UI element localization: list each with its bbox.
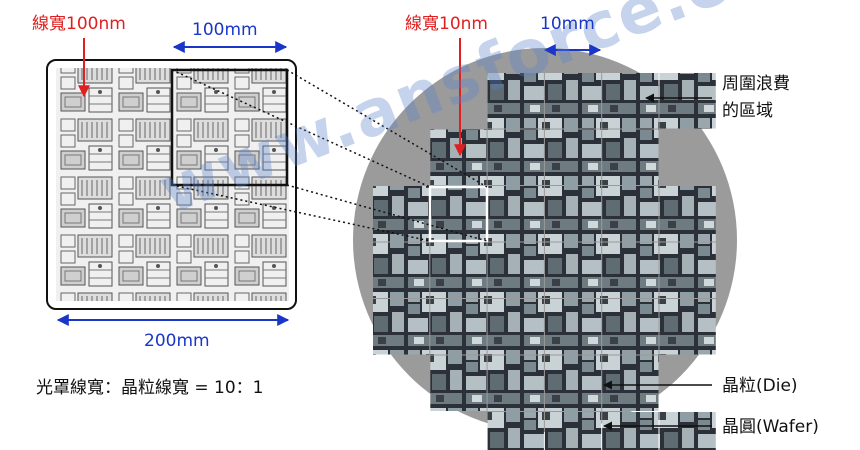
wafer-label: 晶圓(Wafer) bbox=[722, 417, 819, 437]
die-linewidth-label: 線寬10nm bbox=[405, 14, 488, 34]
die-tile bbox=[602, 129, 659, 185]
die-highlight-box bbox=[428, 185, 489, 243]
die-tile bbox=[373, 242, 430, 298]
die-tile bbox=[487, 242, 544, 298]
die-tile bbox=[544, 299, 602, 355]
die-tile bbox=[544, 242, 602, 298]
die-tile bbox=[544, 186, 602, 242]
die-tile bbox=[544, 73, 602, 129]
die-tile bbox=[430, 299, 487, 355]
die-tile bbox=[659, 299, 716, 355]
die-tile bbox=[487, 412, 544, 450]
die-tile bbox=[373, 299, 430, 355]
wafer-die-grid bbox=[373, 73, 716, 450]
die-tile bbox=[487, 129, 544, 185]
die-tile bbox=[487, 186, 544, 242]
die-tile bbox=[373, 186, 430, 242]
projection-line bbox=[286, 69, 488, 188]
mask-linewidth-label: 線寬100nm bbox=[32, 14, 126, 34]
die-tile bbox=[430, 129, 487, 185]
die-tile bbox=[659, 186, 716, 242]
die-tile bbox=[602, 73, 659, 129]
die-tile bbox=[430, 186, 487, 242]
die-tile bbox=[487, 299, 544, 355]
wasted-area-label-line2: 的區域 bbox=[722, 101, 773, 121]
mask-top-width-label: 100mm bbox=[192, 20, 258, 40]
die-tile bbox=[602, 412, 659, 450]
projection-line bbox=[171, 184, 431, 242]
die-tile bbox=[430, 242, 487, 298]
die-tile bbox=[602, 299, 659, 355]
die-tile bbox=[659, 73, 716, 129]
die-label: 晶粒(Die) bbox=[722, 376, 798, 396]
die-tile bbox=[659, 242, 716, 298]
die-tile bbox=[659, 412, 716, 450]
projection-line bbox=[171, 69, 431, 188]
die-tile bbox=[544, 412, 602, 450]
mask-bottom-width-label: 200mm bbox=[144, 331, 210, 351]
die-tile bbox=[602, 242, 659, 298]
mask-highlight-box bbox=[170, 68, 289, 187]
die-tile bbox=[487, 73, 544, 129]
wasted-area-label-line1: 周圍浪費 bbox=[722, 74, 790, 94]
die-tile bbox=[602, 355, 659, 411]
ratio-label: 光罩線寬：晶粒線寬 = 10：1 bbox=[36, 378, 264, 398]
die-tile bbox=[602, 186, 659, 242]
die-width-label: 10mm bbox=[540, 14, 595, 34]
die-tile bbox=[487, 355, 544, 411]
die-tile bbox=[544, 355, 602, 411]
die-tile bbox=[430, 355, 487, 411]
die-tile bbox=[544, 129, 602, 185]
